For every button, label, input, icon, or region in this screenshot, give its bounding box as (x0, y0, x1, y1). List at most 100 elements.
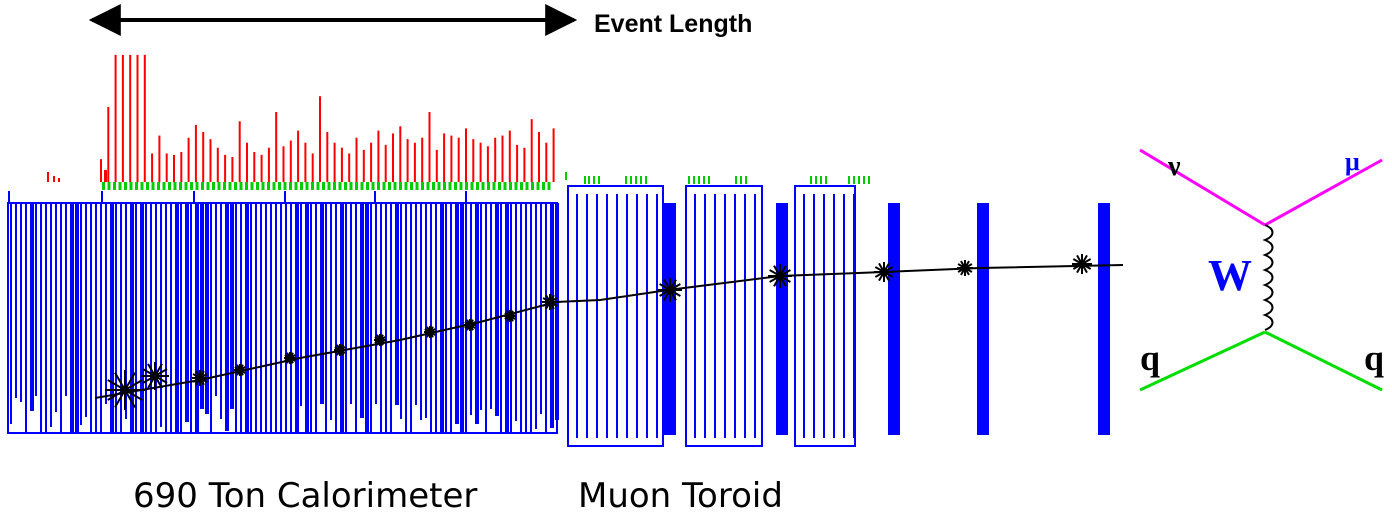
toroid-iron-plane (888, 203, 900, 435)
calorimeter-plane (205, 203, 209, 414)
toroid-wire (754, 194, 756, 438)
calorimeter-plane (295, 203, 299, 433)
quark-right-label: q (1364, 338, 1384, 378)
hit-marker (503, 182, 507, 190)
hit-marker (250, 182, 254, 190)
hit-marker (735, 176, 737, 184)
toroid-wire (744, 194, 746, 438)
hit-marker (157, 182, 160, 190)
calorimeter-plane (25, 203, 27, 433)
quark-left-label: q (1140, 338, 1160, 378)
hit-marker (536, 182, 540, 190)
energy-bar (143, 54, 146, 182)
energy-bar (231, 157, 234, 182)
calorimeter-plane (175, 203, 179, 433)
hit-marker (201, 182, 204, 190)
energy-deposit-histogram (47, 54, 555, 182)
toroid-wire (636, 194, 638, 438)
calorimeter-plane (540, 203, 542, 414)
calorimeter-plane (345, 203, 347, 433)
hit-marker (542, 182, 545, 190)
energy-bar (260, 154, 263, 182)
energy-bar (413, 142, 416, 182)
energy-bar (421, 137, 424, 182)
hit-marker (261, 182, 265, 190)
energy-bar (165, 153, 168, 182)
calorimeter-plane (140, 203, 144, 433)
toroid-wire (833, 194, 835, 438)
calorimeter-tick (8, 191, 10, 203)
calorimeter-plane (360, 203, 364, 418)
hit-marker (366, 182, 369, 190)
hit-marker (858, 176, 860, 184)
calorimeter-plane (415, 203, 417, 405)
toroid-label: Muon Toroid (578, 476, 783, 516)
energy-bar (246, 142, 248, 182)
calorimeter-plane (250, 203, 252, 433)
energy-bar (194, 124, 197, 182)
calorimeter-plane (240, 203, 242, 433)
calorimeter-plane (350, 203, 352, 404)
calorimeter-plane (70, 203, 74, 433)
calorimeter-plane (130, 203, 134, 433)
energy-bar (136, 54, 139, 182)
hit-marker (426, 182, 430, 190)
hit-marker (256, 182, 259, 190)
calorimeter-plane (555, 203, 559, 420)
hit-marker (708, 176, 710, 184)
hit-marker (487, 182, 490, 190)
energy-bar (319, 96, 321, 182)
hit-marker (322, 182, 325, 190)
energy-bar (538, 132, 540, 182)
calorimeter-plane (160, 203, 162, 427)
hit-marker (404, 182, 408, 190)
hit-marker (217, 182, 221, 190)
calorimeter-plane (135, 203, 137, 433)
calorimeter-plane (420, 203, 422, 420)
energy-bar (465, 128, 467, 182)
hit-marker (300, 182, 303, 190)
energy-bar (479, 142, 482, 182)
hit-marker (598, 176, 600, 184)
track-cluster (542, 297, 558, 307)
calorimeter-plane (375, 203, 377, 404)
feynman-diagram: ν μ W q q (1139, 147, 1384, 392)
track-cluster (142, 368, 168, 384)
hit-marker (815, 176, 817, 184)
hit-marker (509, 182, 512, 190)
calorimeter-plane (405, 203, 407, 433)
hit-marker (525, 182, 529, 190)
calorimeter-plane (460, 203, 464, 433)
hit-marker (698, 176, 700, 184)
energy-bar (370, 142, 373, 182)
energy-bar (443, 133, 446, 182)
hit-marker (465, 182, 468, 190)
hit-marker (476, 182, 479, 190)
hit-marker (278, 182, 281, 190)
hit-marker (283, 182, 287, 190)
energy-bar (100, 159, 102, 182)
hit-marker (289, 182, 292, 190)
hit-marker (234, 182, 237, 190)
calorimeter-plane (190, 203, 192, 433)
hit-marker (206, 182, 210, 190)
track-cluster (464, 321, 476, 329)
calorimeter-planes (7, 191, 559, 434)
calorimeter-plane (330, 203, 332, 420)
calorimeter-plane (470, 203, 472, 415)
energy-bar (202, 132, 205, 182)
hit-marker (162, 182, 166, 190)
hit-marker (140, 182, 144, 190)
hit-marker (355, 182, 358, 190)
hit-marker (195, 182, 199, 190)
hit-marker (316, 182, 320, 190)
muon-toroid-planes (567, 185, 1110, 447)
hit-marker (863, 176, 865, 184)
energy-bar (545, 142, 548, 182)
energy-bar (311, 153, 314, 182)
calorimeter-plane (125, 203, 127, 419)
hit-marker (135, 182, 138, 190)
calorimeter-plane (115, 203, 117, 433)
hit-marker (388, 182, 391, 190)
toroid-wire (646, 194, 648, 438)
